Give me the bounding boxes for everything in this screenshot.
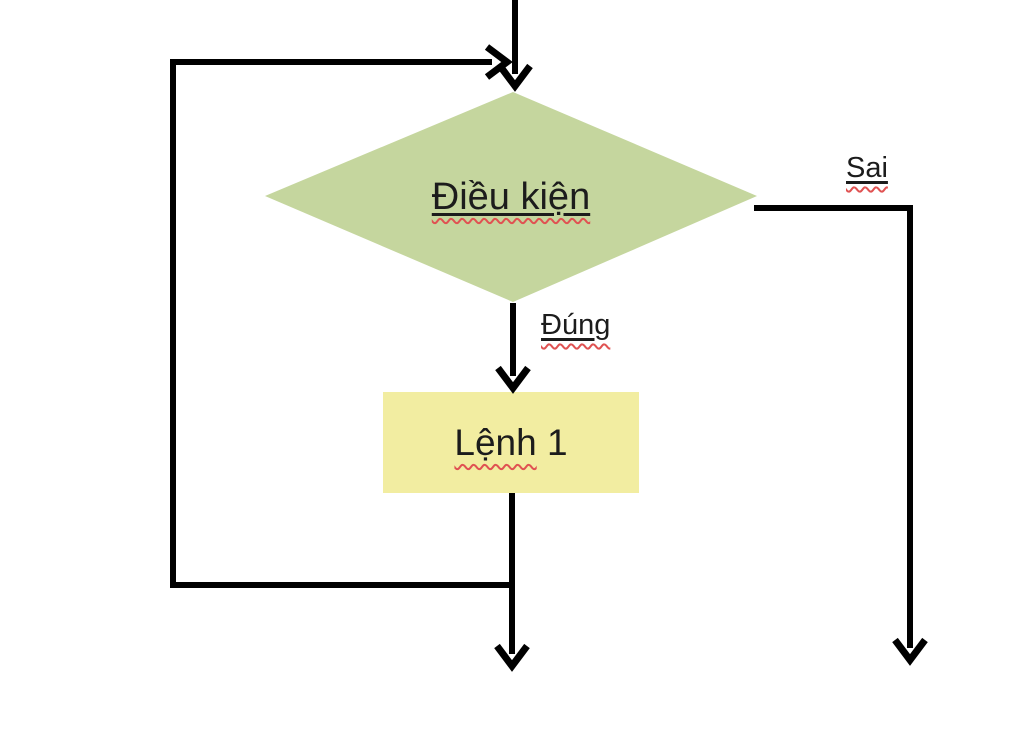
- edge-loopback-arrowhead-icon: [484, 44, 513, 80]
- edge-false-line: [754, 205, 913, 648]
- statement-rect-shape: [383, 392, 639, 493]
- connector-group: [170, 0, 928, 672]
- condition-diamond-shape: [265, 92, 757, 302]
- edge-loopback-line: [170, 59, 512, 588]
- edge-true-arrowhead-icon: [495, 365, 531, 394]
- edge-exit-down-arrowhead-icon: [494, 643, 530, 672]
- edge-entry-arrowhead-icon: [497, 63, 533, 92]
- edge-false-arrowhead-icon: [892, 637, 928, 666]
